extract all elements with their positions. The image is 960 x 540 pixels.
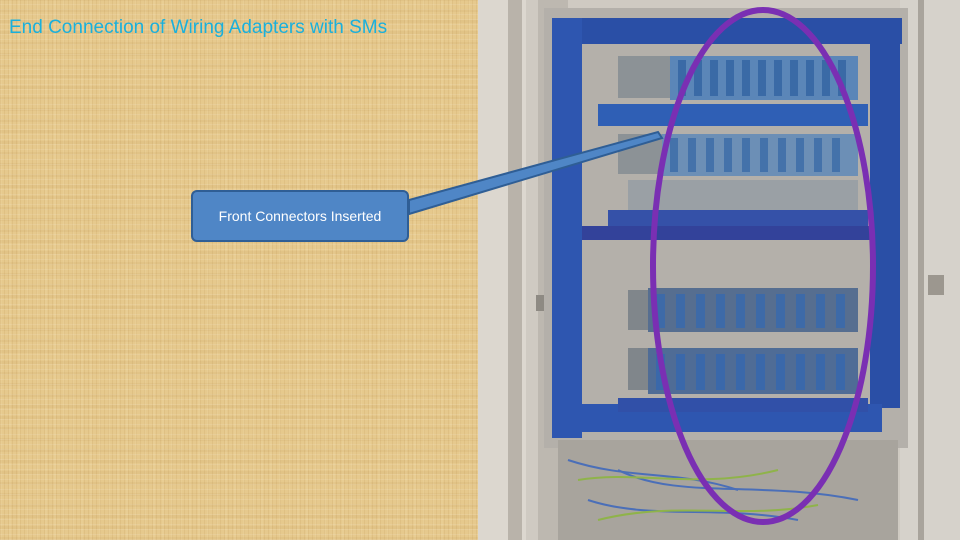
callout-box: Front Connectors Inserted xyxy=(191,190,409,242)
callout-label: Front Connectors Inserted xyxy=(218,208,382,224)
control-cabinet-photo xyxy=(478,0,960,540)
slide-title: End Connection of Wiring Adapters with S… xyxy=(9,17,388,38)
